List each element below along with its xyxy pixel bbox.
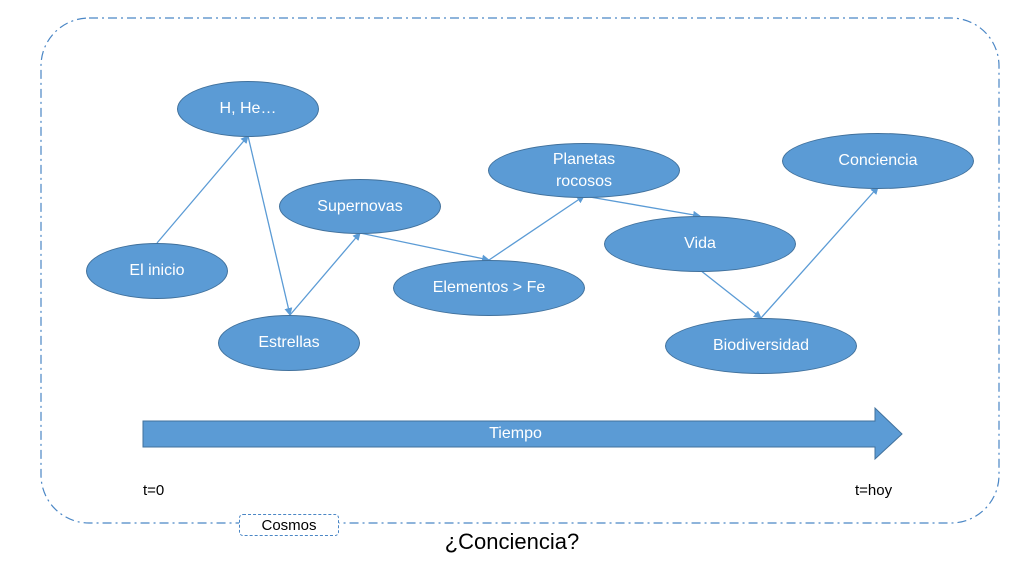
timeline-end-label: t=hoy (855, 482, 893, 499)
connector-supernovas-to-elementos (359, 232, 490, 263)
node-supernovas: Supernovas (279, 179, 441, 234)
node-estrellas: Estrellas (218, 315, 360, 371)
node-biodiversidad: Biodiversidad (665, 318, 857, 374)
cosmos-frame-label: Cosmos (239, 514, 339, 536)
connector-estrellas-to-supernovas (289, 232, 361, 316)
connector-elementos-to-planetas (488, 195, 585, 261)
timeline-label: Tiempo (489, 425, 542, 442)
connector-planetas-to-vida (583, 195, 701, 219)
node-planetas-rocosos: Planetas rocosos (488, 143, 680, 198)
bottom-question: ¿Conciencia? (444, 529, 580, 554)
timeline-start-label: t=0 (143, 482, 165, 499)
connector-vida-to-biodiversidad (699, 269, 762, 319)
cosmos-frame (40, 17, 1000, 524)
node-h-he: H, He… (177, 81, 319, 137)
connector-hhe-to-estrellas (247, 135, 293, 316)
timeline-arrow (142, 406, 903, 461)
connector-inicio-to-hhe (156, 135, 249, 244)
connector-biodiversidad-to-conciencia (760, 186, 879, 319)
node-conciencia: Conciencia (782, 133, 974, 189)
node-el-inicio: El inicio (86, 243, 228, 299)
node-elementos: Elementos > Fe (393, 260, 585, 316)
node-vida: Vida (604, 216, 796, 272)
